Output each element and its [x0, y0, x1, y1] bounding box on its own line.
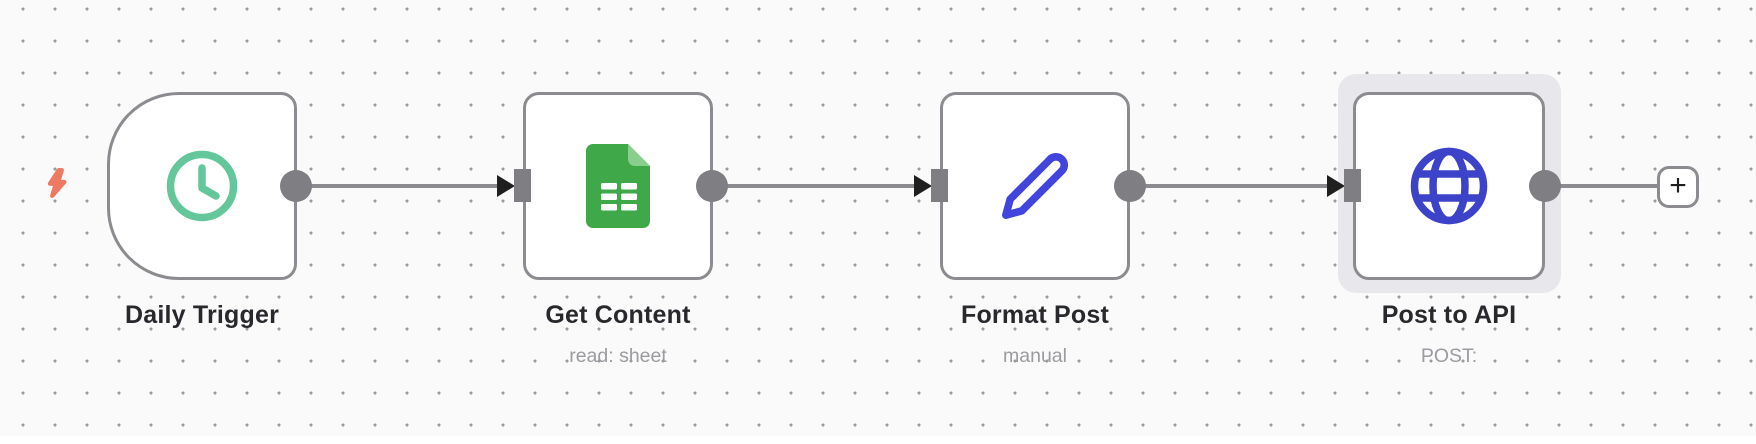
node-get-content[interactable] [523, 92, 713, 280]
add-node-button[interactable]: + [1657, 166, 1699, 208]
node-title: Get Content [545, 301, 691, 329]
node-title: Daily Trigger [124, 301, 280, 329]
connection-format-post-to-post-to-api[interactable] [1130, 184, 1329, 188]
node-caption-post-to-api: Post to API POST: [1299, 300, 1599, 367]
connection-arrowhead [1327, 175, 1345, 197]
node-subtitle: POST: [1420, 345, 1478, 367]
node-title: Format Post [960, 301, 1110, 329]
node-daily-trigger[interactable] [107, 92, 297, 280]
input-port-format-post[interactable] [931, 169, 948, 202]
node-caption-daily-trigger: Daily Trigger [52, 300, 352, 330]
connection-arrowhead [497, 175, 515, 197]
node-caption-get-content: Get Content read: sheet [468, 300, 768, 367]
input-port-get-content[interactable] [514, 169, 531, 202]
connection-get-content-to-format-post[interactable] [712, 184, 916, 188]
connection-daily-trigger-to-get-content[interactable] [296, 184, 499, 188]
connection-post-to-api-to-add[interactable] [1545, 184, 1658, 188]
canvas-edge [0, 436, 1756, 444]
connection-arrowhead [914, 175, 932, 197]
lightning-bolt-icon [40, 165, 74, 201]
node-subtitle: read: sheet [569, 345, 667, 367]
output-port-daily-trigger[interactable] [280, 170, 312, 202]
pencil-icon [1002, 153, 1069, 219]
input-port-post-to-api[interactable] [1344, 169, 1361, 202]
output-port-post-to-api[interactable] [1529, 170, 1561, 202]
clock-icon [166, 150, 238, 222]
node-title: Post to API [1381, 301, 1517, 329]
google-sheets-icon [586, 144, 650, 228]
plus-icon: + [1669, 168, 1687, 202]
node-subtitle: manual [1003, 345, 1067, 367]
node-post-to-api[interactable] [1353, 92, 1545, 280]
node-caption-format-post: Format Post manual [885, 300, 1185, 367]
output-port-format-post[interactable] [1114, 170, 1146, 202]
globe-icon [1410, 147, 1488, 225]
node-format-post[interactable] [940, 92, 1130, 280]
output-port-get-content[interactable] [696, 170, 728, 202]
